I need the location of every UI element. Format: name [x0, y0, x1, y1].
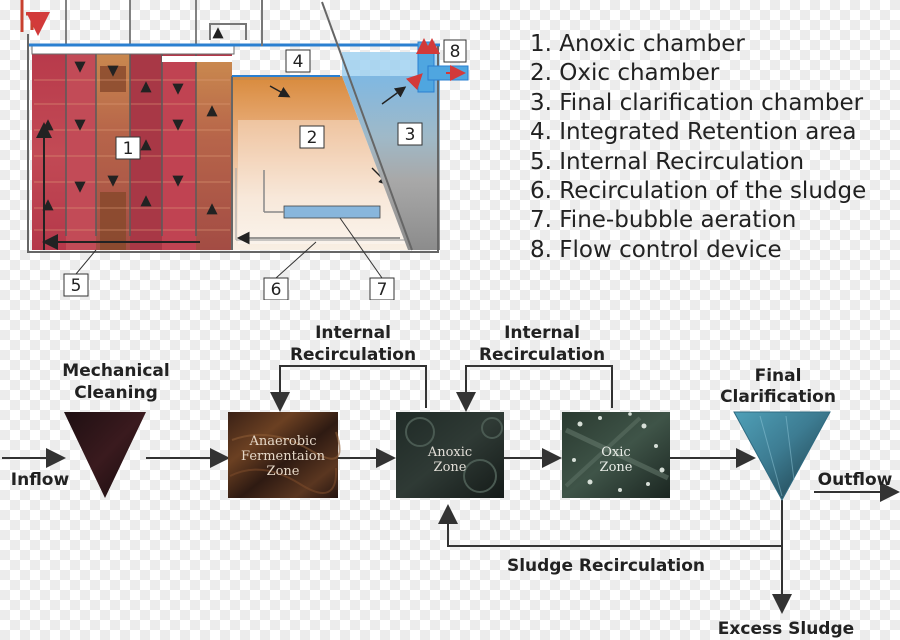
tank-diagram: 1 2 3 4 5 6 7 8 [20, 0, 469, 300]
legend-item: 6. Recirculation of the sludge [530, 178, 867, 205]
inflow-pipe [20, 0, 34, 32]
inflow-label: Inflow [11, 470, 70, 490]
legend-item: 7. Fine-bubble aeration [530, 207, 797, 234]
anoxic-zone-box: Anoxic Zone [396, 412, 504, 498]
callout-2: 2 [299, 125, 325, 149]
callout-3: 3 [397, 122, 423, 146]
sludge-recirculation-arrows [438, 500, 792, 614]
outflow-label: Outflow [818, 470, 893, 490]
svg-text:Anaerobic: Anaerobic [248, 434, 316, 449]
legend-item: 8. Flow control device [530, 236, 782, 263]
callout-7: 7 [369, 277, 395, 300]
internal-recirculation-label: Internal [315, 323, 391, 343]
svg-text:Fermentaion: Fermentaion [241, 449, 326, 464]
anaerobic-zone-box: Anaerobic Fermentaion Zone [228, 412, 341, 498]
oxic-zone-box: Oxic Zone [562, 412, 670, 498]
svg-text:8: 8 [450, 42, 461, 62]
svg-text:1: 1 [123, 139, 134, 159]
anoxic-chamber [32, 0, 232, 250]
legend-item: 4. Integrated Retention area [530, 119, 857, 146]
callout-6: 6 [263, 277, 289, 300]
sludge-recirculation-label: Sludge Recirculation [507, 556, 705, 576]
svg-text:4: 4 [293, 52, 304, 72]
mechanical-cleaning-triangle [64, 412, 146, 498]
final-clarification-label: Final [755, 366, 802, 386]
callout-5: 5 [63, 273, 89, 297]
svg-text:Zone: Zone [434, 460, 467, 475]
legend-item: 3. Final clarification chamber [530, 89, 864, 116]
final-clarification-label: Clarification [720, 387, 836, 407]
callout-8: 8 [443, 39, 467, 63]
tank-outline [27, 34, 439, 253]
process-flow-diagram: Anaerobic Fermentaion Zone Anoxic Zone O… [2, 323, 900, 639]
aeration-bar [283, 205, 381, 219]
svg-text:Oxic: Oxic [601, 445, 630, 460]
svg-text:7: 7 [377, 280, 388, 300]
svg-text:6: 6 [271, 280, 282, 300]
internal-recirculation-label: Internal [504, 323, 580, 343]
internal-recirculation-arrows [270, 365, 613, 412]
svg-text:3: 3 [405, 125, 416, 145]
svg-text:Anoxic: Anoxic [427, 445, 472, 460]
svg-text:Zone: Zone [267, 464, 300, 479]
internal-recirculation-label: Recirculation [290, 345, 416, 365]
callout-1: 1 [115, 136, 141, 160]
internal-recirculation-label: Recirculation [479, 345, 605, 365]
legend-item: 1. Anoxic chamber [530, 31, 745, 57]
mechanical-cleaning-label: Mechanical [62, 361, 169, 381]
svg-text:Zone: Zone [600, 460, 633, 475]
svg-text:5: 5 [71, 276, 82, 296]
legend: 1. Anoxic chamber 2. Oxic chamber 3. Fin… [530, 30, 900, 265]
flow-control-device [405, 38, 469, 93]
callout-4: 4 [285, 49, 311, 73]
svg-text:2: 2 [307, 128, 318, 148]
legend-item: 5. Internal Recirculation [530, 148, 805, 175]
mechanical-cleaning-label: Cleaning [74, 383, 158, 403]
final-clarification-triangle [733, 411, 831, 502]
legend-item: 2. Oxic chamber [530, 60, 720, 87]
excess-sludge-label: Excess Sludge [718, 619, 854, 639]
